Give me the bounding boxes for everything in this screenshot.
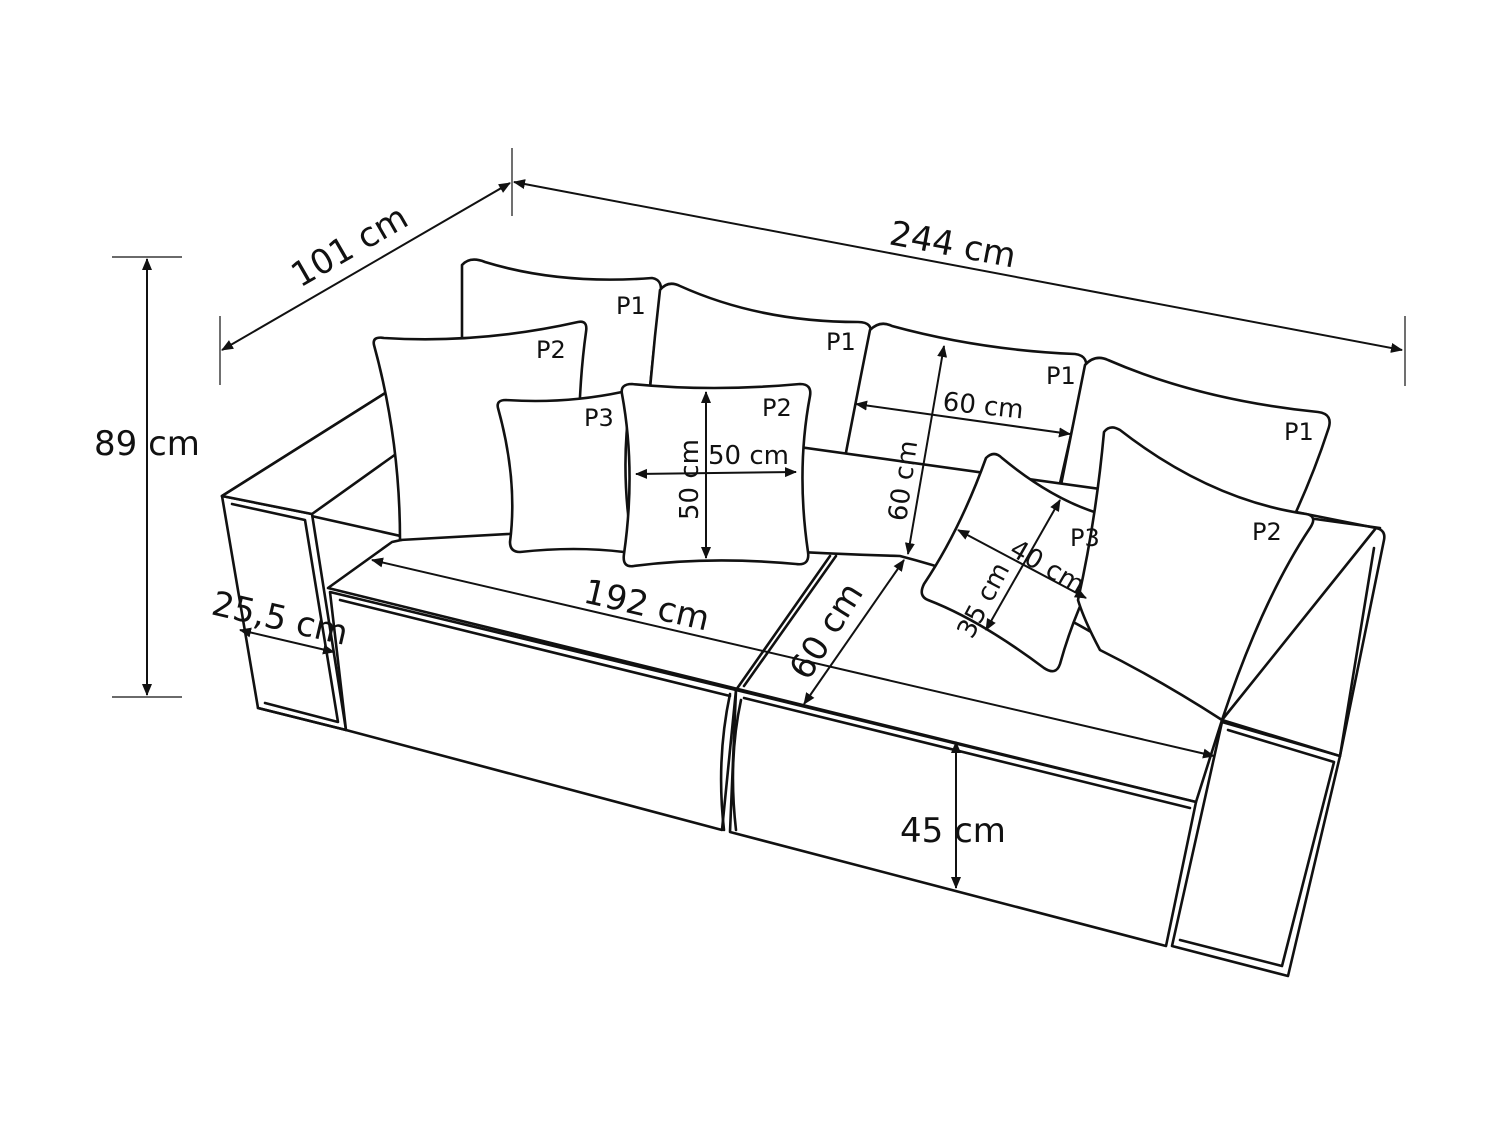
- cushion-tags: P1 P1 P1 P1 P2 P2 P2 P3 P3: [536, 292, 1314, 552]
- tag-p2-c: P2: [1252, 518, 1282, 546]
- label-seat-height: 45 cm: [900, 811, 1006, 851]
- tag-p3-b: P3: [1070, 524, 1100, 552]
- label-width: 244 cm: [886, 214, 1019, 277]
- dimension-height: 89 cm: [94, 256, 200, 698]
- tag-p3-a: P3: [584, 404, 614, 432]
- tag-p1-b: P1: [826, 328, 856, 356]
- tag-p1-c: P1: [1046, 362, 1076, 390]
- tag-p1-a: P1: [616, 292, 646, 320]
- label-height: 89 cm: [94, 424, 200, 464]
- dimension-seat-height: 45 cm: [900, 741, 1006, 889]
- label-pillow-p2-height: 50 cm: [675, 439, 705, 520]
- tag-p2-b: P2: [762, 394, 792, 422]
- dimension-pillow-p2: 50 cm 50 cm: [635, 391, 797, 559]
- label-pillow-p2-width: 50 cm: [708, 441, 789, 471]
- tag-p2-a: P2: [536, 336, 566, 364]
- tag-p1-d: P1: [1284, 418, 1314, 446]
- label-depth: 101 cm: [285, 197, 415, 295]
